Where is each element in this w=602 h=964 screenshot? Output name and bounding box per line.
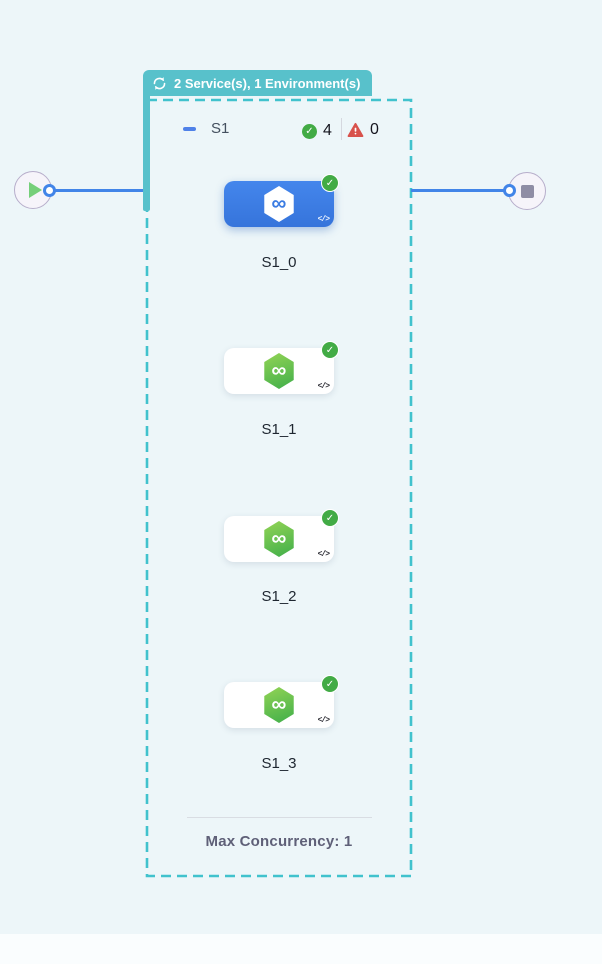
step-node-s1-3[interactable]: ∞ </> ✓ <box>224 675 339 728</box>
service-hexagon-icon: ∞ <box>264 186 294 222</box>
check-glyph: ✓ <box>325 678 335 690</box>
step-label-s1-1: S1_1 <box>261 421 297 438</box>
warning-triangle-icon <box>347 122 364 137</box>
error-count: 0 <box>370 121 379 138</box>
check-glyph: ✓ <box>325 512 335 524</box>
check-glyph: ✓ <box>325 177 335 189</box>
connector-stage-to-end <box>411 189 509 192</box>
success-badge-icon: ✓ <box>321 341 339 359</box>
services-environments-badge[interactable]: 2 Service(s), 1 Environment(s) <box>143 70 373 96</box>
services-environments-label: 2 Service(s), 1 Environment(s) <box>174 75 361 91</box>
connector-start-to-stage <box>49 189 147 192</box>
success-badge-icon: ✓ <box>321 509 339 527</box>
check-glyph: ✓ <box>325 344 335 356</box>
max-concurrency-label: Max Concurrency: 1 <box>205 833 353 850</box>
loop-icon <box>153 76 166 90</box>
code-icon: </> <box>317 550 330 559</box>
end-node[interactable] <box>508 172 546 210</box>
success-badge-icon: ✓ <box>321 675 339 693</box>
step-label-s1-2: S1_2 <box>261 588 297 605</box>
service-hexagon-icon: ∞ <box>264 521 294 557</box>
service-hexagon-icon: ∞ <box>264 687 294 723</box>
end-node-in-port <box>503 184 516 197</box>
stage-collapse-button[interactable] <box>183 127 196 131</box>
infinity-icon: ∞ <box>271 358 287 382</box>
infinity-icon: ∞ <box>271 191 287 215</box>
step-node-s1-2[interactable]: ∞ </> ✓ <box>224 509 339 562</box>
stage-error-chip: 0 <box>347 121 379 139</box>
service-hexagon-icon: ∞ <box>264 353 294 389</box>
stop-icon <box>520 184 534 198</box>
check-glyph: ✓ <box>305 125 314 137</box>
code-icon: </> <box>317 716 330 725</box>
step-label-s1-3: S1_3 <box>261 755 297 772</box>
infinity-icon: ∞ <box>271 526 287 550</box>
stage-name: S1 <box>211 120 230 137</box>
status-divider <box>341 118 342 140</box>
canvas-bottom-strip <box>0 934 602 964</box>
stage-success-chip: ✓ 4 <box>302 122 332 140</box>
success-count: 4 <box>323 122 332 139</box>
step-node-s1-0[interactable]: ∞ </> ✓ <box>224 174 339 227</box>
play-icon <box>28 182 42 198</box>
stage-selection-strip <box>143 94 150 211</box>
success-badge-icon: ✓ <box>321 174 339 192</box>
step-label-s1-0: S1_0 <box>261 254 297 271</box>
code-icon: </> <box>317 215 330 224</box>
infinity-icon: ∞ <box>271 692 287 716</box>
start-node-out-port <box>43 184 56 197</box>
stage-footer-divider <box>187 817 372 818</box>
success-check-icon: ✓ <box>302 123 317 139</box>
code-icon: </> <box>317 382 330 391</box>
step-node-s1-1[interactable]: ∞ </> ✓ <box>224 341 339 394</box>
